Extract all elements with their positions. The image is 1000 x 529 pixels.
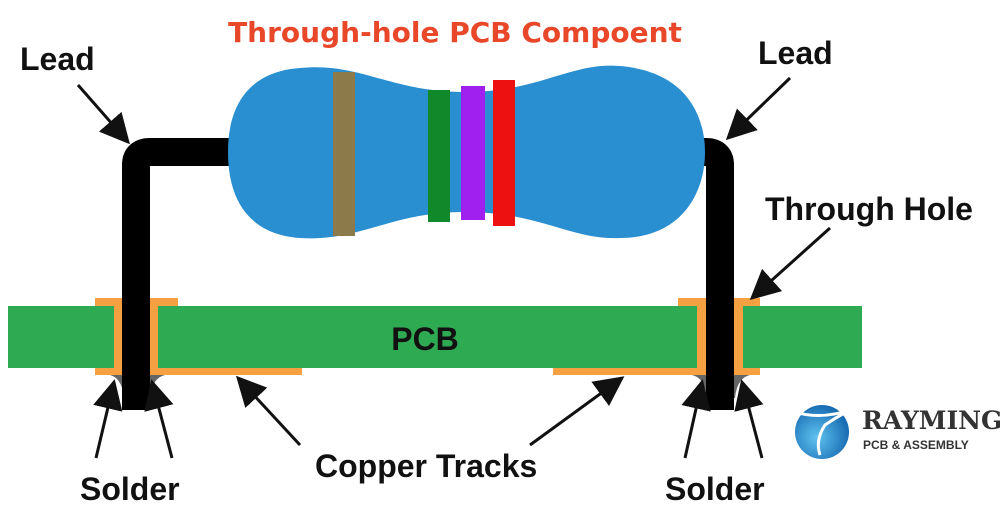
through-hole-label: Through Hole: [765, 191, 973, 227]
lead-left: [122, 138, 240, 410]
lead-left-label: Lead: [20, 41, 95, 77]
band-1: [333, 72, 355, 236]
band-3: [461, 86, 485, 220]
rayming-logo: RAYMING PCB & ASSEMBLY: [794, 405, 1000, 459]
diagram-title: Through-hole PCB Compoent: [228, 16, 682, 49]
pcb-label: PCB: [391, 321, 459, 357]
logo-tagline: PCB & ASSEMBLY: [863, 438, 969, 452]
band-2: [428, 90, 450, 222]
solder-left-label: Solder: [80, 471, 180, 507]
arrows: [76, 76, 832, 459]
copper-tracks-label: Copper Tracks: [315, 448, 537, 484]
solder-right-label: Solder: [665, 471, 765, 507]
lead-right-label: Lead: [758, 35, 833, 71]
color-bands: [333, 72, 515, 236]
lead-right: [615, 138, 734, 410]
logo-name: RAYMING: [862, 406, 1000, 435]
band-4: [493, 80, 515, 226]
